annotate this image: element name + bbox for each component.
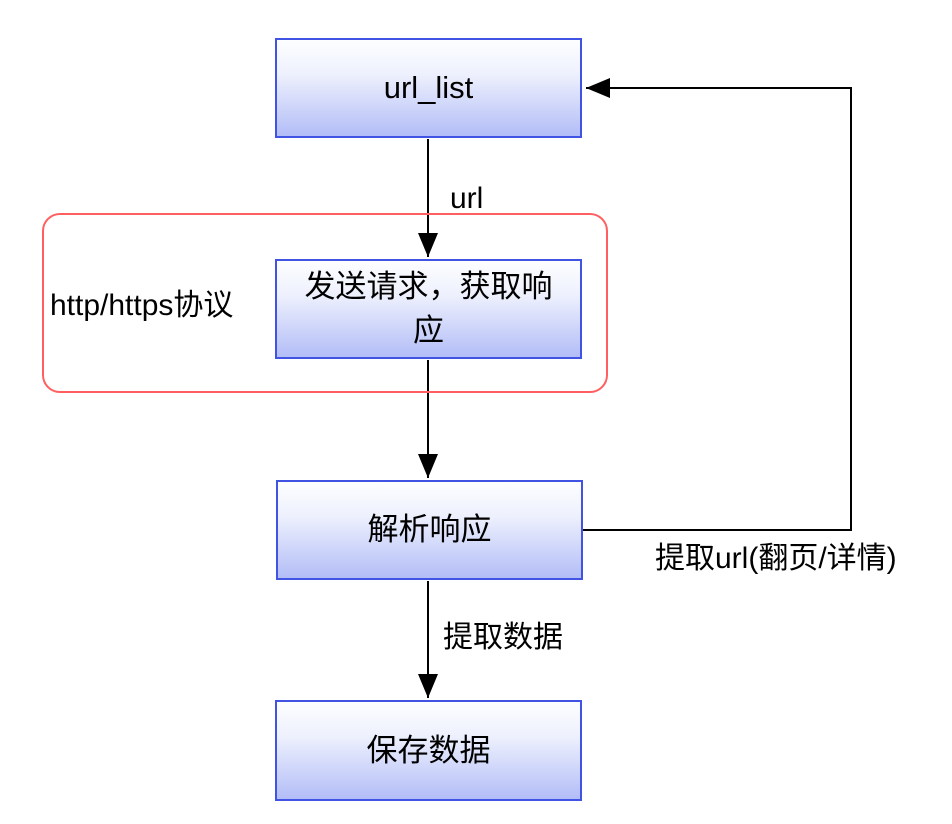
http-protocol-group-outline xyxy=(42,213,608,393)
arrow-loop-parseresponse-to-urllist xyxy=(583,78,852,531)
edge-label-url: url xyxy=(450,182,484,215)
http-protocol-group-label: http/https协议 xyxy=(50,289,234,322)
node-url-list-label: url_list xyxy=(383,70,474,105)
node-save-data: 保存数据 xyxy=(275,700,582,801)
node-send-request: 发送请求，获取响 应 xyxy=(275,259,582,359)
node-send-request-label: 发送请求，获取响 应 xyxy=(304,269,553,348)
node-save-data-label: 保存数据 xyxy=(366,732,491,768)
edge-label-extract-url: 提取url(翻页/详情) xyxy=(655,542,897,575)
edge-label-extract-data: 提取数据 xyxy=(443,621,563,654)
node-url-list: url_list xyxy=(275,38,582,138)
node-parse-response-label: 解析响应 xyxy=(367,512,492,547)
node-parse-response: 解析响应 xyxy=(276,480,583,580)
